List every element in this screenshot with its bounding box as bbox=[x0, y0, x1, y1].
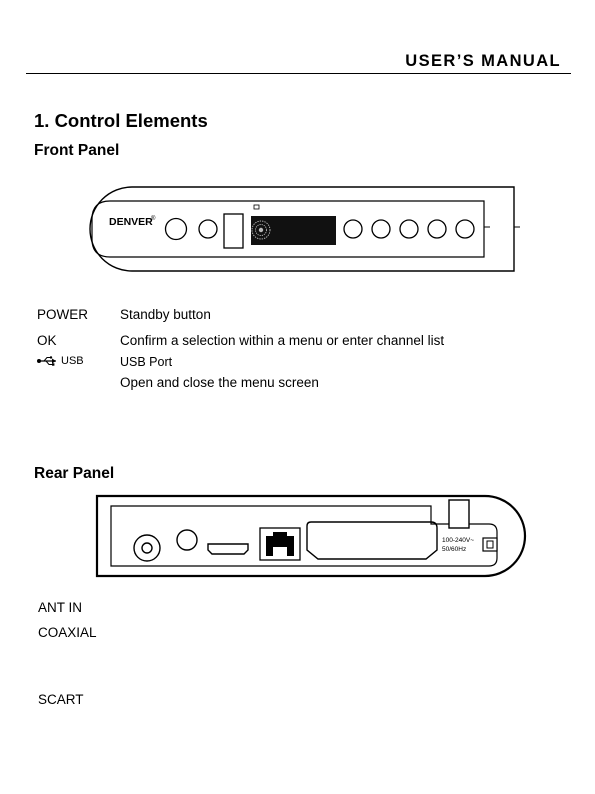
legend-term-ant-in: ANT IN bbox=[38, 600, 82, 615]
power-rating-line1: 100-240V~ bbox=[442, 537, 474, 544]
front-button-5 bbox=[456, 220, 474, 238]
coaxial-connector bbox=[177, 530, 197, 550]
front-panel-title: Front Panel bbox=[34, 142, 119, 160]
manual-header-title: USER’S MANUAL bbox=[405, 52, 561, 71]
front-button-1 bbox=[344, 220, 362, 238]
legend-term-scart: SCART bbox=[38, 692, 84, 707]
power-switch bbox=[449, 500, 469, 528]
front-brand-logo: DENVER bbox=[109, 216, 153, 228]
legend-term-coaxial: COAXIAL bbox=[38, 625, 97, 640]
legend-desc-usb: USB Port bbox=[120, 355, 172, 369]
usb-port-slot bbox=[224, 214, 243, 248]
front-button-2 bbox=[372, 220, 390, 238]
usb-icon bbox=[36, 356, 58, 366]
power-rating-line2: 50/60Hz bbox=[442, 546, 466, 553]
front-panel-illustration: DENVER ® bbox=[80, 183, 520, 273]
legend-term-ok: OK bbox=[37, 333, 57, 348]
hdmi-connector bbox=[208, 544, 248, 554]
legend-desc-ok: Confirm a selection within a menu or ent… bbox=[120, 333, 444, 348]
display-indicator bbox=[254, 205, 259, 209]
front-button-3 bbox=[400, 220, 418, 238]
rear-inner-panel bbox=[111, 506, 497, 566]
ok-button bbox=[199, 220, 217, 238]
power-button bbox=[166, 219, 187, 240]
header-divider bbox=[26, 73, 571, 74]
ant-in-connector bbox=[134, 535, 160, 561]
section-title: 1. Control Elements bbox=[34, 110, 208, 132]
legend-term-power: POWER bbox=[37, 307, 88, 322]
scart-connector bbox=[307, 522, 437, 559]
legend-desc-power: Standby button bbox=[120, 307, 211, 322]
front-button-4 bbox=[428, 220, 446, 238]
rear-panel-illustration: 100-240V~ 50/60Hz bbox=[93, 492, 527, 580]
legend-term-usb: USB bbox=[61, 355, 84, 367]
rear-panel-title: Rear Panel bbox=[34, 465, 114, 483]
front-brand-mark: ® bbox=[151, 215, 156, 222]
power-inlet bbox=[483, 538, 497, 551]
legend-desc-menu: Open and close the menu screen bbox=[120, 375, 319, 390]
front-display bbox=[251, 216, 336, 245]
